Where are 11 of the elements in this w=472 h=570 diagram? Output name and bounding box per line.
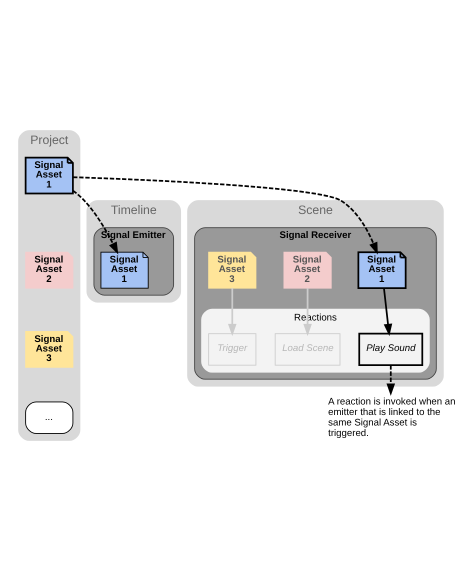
arrow bbox=[228, 288, 237, 336]
node-box: Trigger bbox=[208, 332, 256, 366]
node-box: ... bbox=[25, 401, 74, 434]
arrow bbox=[383, 288, 392, 336]
arrow bbox=[73, 176, 378, 254]
arrow bbox=[72, 190, 118, 254]
arrow bbox=[386, 364, 396, 396]
node-box: Load Scene bbox=[274, 332, 340, 366]
node-text: A reaction is invoked when an emitter that is linked to the same Signal Asset is triggered. bbox=[328, 396, 456, 438]
node-box: Play Sound bbox=[358, 332, 424, 366]
arrow bbox=[303, 288, 312, 336]
